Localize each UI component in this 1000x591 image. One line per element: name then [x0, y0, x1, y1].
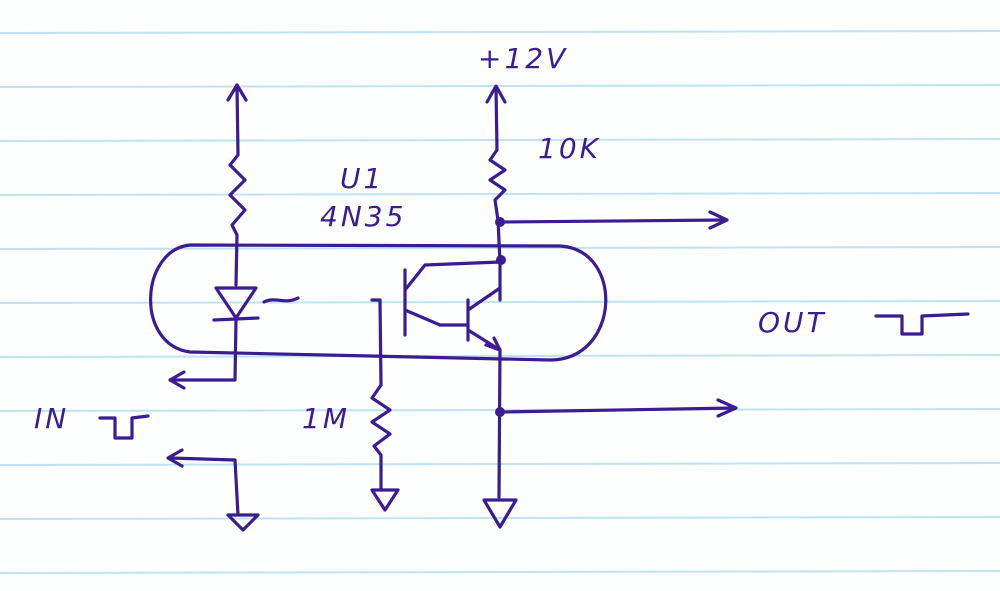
- emitter-wire: [497, 348, 502, 499]
- base-resistor: [370, 383, 392, 492]
- optocoupler-package: [149, 243, 608, 362]
- input-return-arrow-icon: [166, 448, 184, 468]
- input-label: IN: [34, 402, 70, 435]
- transistor-q2: [438, 286, 502, 352]
- junction-dot: [496, 255, 506, 265]
- ic-reference-label: U1: [340, 162, 385, 195]
- led-cathode-wire: [170, 318, 238, 382]
- base-resistor-label: 1M: [302, 402, 350, 435]
- supply-label: +12V: [478, 42, 569, 75]
- input-pulse-icon: [98, 414, 150, 440]
- ground-icon: [370, 488, 400, 512]
- input-ground-wire: [168, 456, 240, 517]
- output-arrow-icon: [708, 210, 729, 230]
- supply-arrow-icon: [485, 84, 507, 104]
- base-wire: [370, 298, 383, 387]
- pullup-resistor-label: 10K: [538, 132, 601, 165]
- supply-wire: [488, 85, 507, 302]
- ground-icon: [482, 498, 518, 529]
- led-anode-wire: [228, 83, 247, 287]
- ic-part-label: 4N35: [320, 200, 407, 233]
- output-arrow-icon: [716, 398, 738, 418]
- led-light-icon: [262, 296, 300, 304]
- emitter-output-wire: [498, 406, 737, 414]
- input-arrow-icon: [168, 370, 186, 390]
- ground-icon: [226, 513, 260, 532]
- output-label: OUT: [758, 306, 827, 339]
- collector-output-wire: [498, 218, 727, 224]
- led-diode-icon: [212, 286, 260, 322]
- output-pulse-icon: [874, 312, 970, 336]
- transistor-q1: [403, 260, 502, 337]
- led-anode-arrow: [226, 83, 248, 102]
